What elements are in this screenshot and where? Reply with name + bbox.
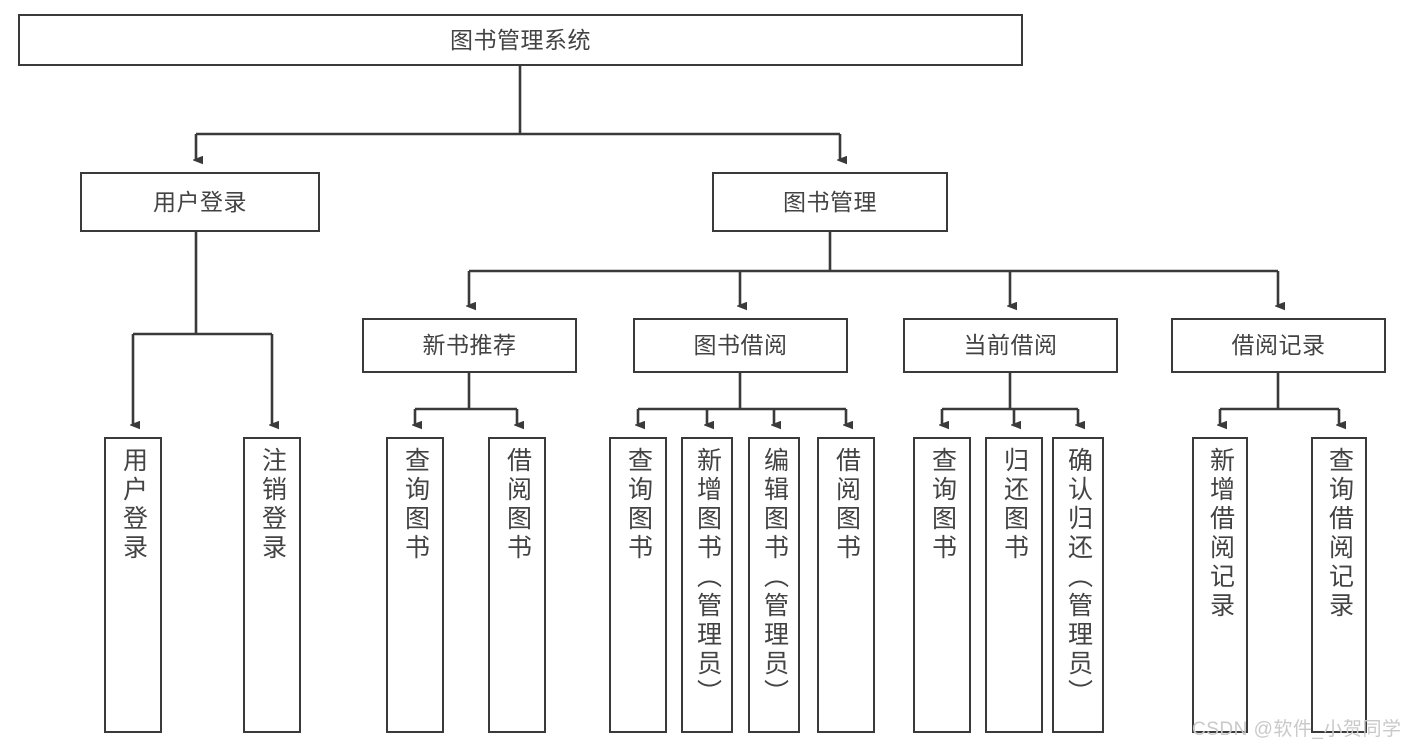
node-new-book-recommend-label: 新书推荐 [422, 332, 517, 359]
leaf-query-borrow-record-label: 查询借阅记录 [1325, 447, 1354, 621]
leaf-add-book-admin-label: 新增图书（管理员） [693, 447, 722, 708]
node-book-borrow-label: 图书借阅 [693, 332, 788, 359]
leaf-add-borrow-record[interactable]: 新增借阅记录 [1192, 437, 1248, 733]
leaf-add-book-admin[interactable]: 新增图书（管理员） [681, 437, 733, 733]
node-borrow-records-label: 借阅记录 [1231, 332, 1326, 359]
leaf-edit-book-admin-label: 编辑图书（管理员） [760, 447, 789, 708]
leaf-query-book-cb[interactable]: 查询图书 [913, 437, 971, 733]
leaf-add-borrow-record-label: 新增借阅记录 [1206, 447, 1235, 621]
leaf-borrow-book-bw-label: 借阅图书 [832, 447, 861, 563]
node-borrow-records[interactable]: 借阅记录 [1171, 318, 1386, 373]
leaf-logout[interactable]: 注销登录 [243, 437, 301, 733]
leaf-logout-label: 注销登录 [258, 447, 287, 563]
leaf-return-book[interactable]: 归还图书 [985, 437, 1043, 733]
leaf-query-book-bw-label: 查询图书 [624, 447, 653, 563]
node-new-book-recommend[interactable]: 新书推荐 [362, 318, 577, 373]
leaf-query-book-nb-label: 查询图书 [401, 447, 430, 563]
leaf-borrow-book-nb-label: 借阅图书 [503, 447, 532, 563]
leaf-confirm-return-admin-label: 确认归还（管理员） [1064, 447, 1093, 708]
leaf-borrow-book-bw[interactable]: 借阅图书 [817, 437, 875, 733]
node-root[interactable]: 图书管理系统 [18, 14, 1023, 66]
node-book-management-label: 图书管理 [783, 188, 877, 215]
watermark-text: CSDN @软件_小贺同学 [1192, 719, 1402, 740]
leaf-query-book-cb-label: 查询图书 [928, 447, 957, 563]
node-user-login[interactable]: 用户登录 [80, 172, 320, 232]
leaf-return-book-label: 归还图书 [1000, 447, 1029, 563]
leaf-query-borrow-record[interactable]: 查询借阅记录 [1311, 437, 1367, 733]
leaf-edit-book-admin[interactable]: 编辑图书（管理员） [748, 437, 800, 733]
leaf-user-login[interactable]: 用户登录 [104, 437, 162, 733]
node-current-borrow-label: 当前借阅 [963, 332, 1058, 359]
node-book-borrow[interactable]: 图书借阅 [633, 318, 848, 373]
leaf-query-book-nb[interactable]: 查询图书 [386, 437, 444, 733]
node-root-label: 图书管理系统 [450, 26, 591, 53]
leaf-user-login-label: 用户登录 [119, 447, 148, 563]
leaf-query-book-bw[interactable]: 查询图书 [609, 437, 667, 733]
leaf-confirm-return-admin[interactable]: 确认归还（管理员） [1052, 437, 1104, 733]
leaf-borrow-book-nb[interactable]: 借阅图书 [488, 437, 546, 733]
node-current-borrow[interactable]: 当前借阅 [903, 318, 1118, 373]
node-user-login-label: 用户登录 [153, 188, 247, 215]
node-book-management[interactable]: 图书管理 [712, 172, 948, 232]
